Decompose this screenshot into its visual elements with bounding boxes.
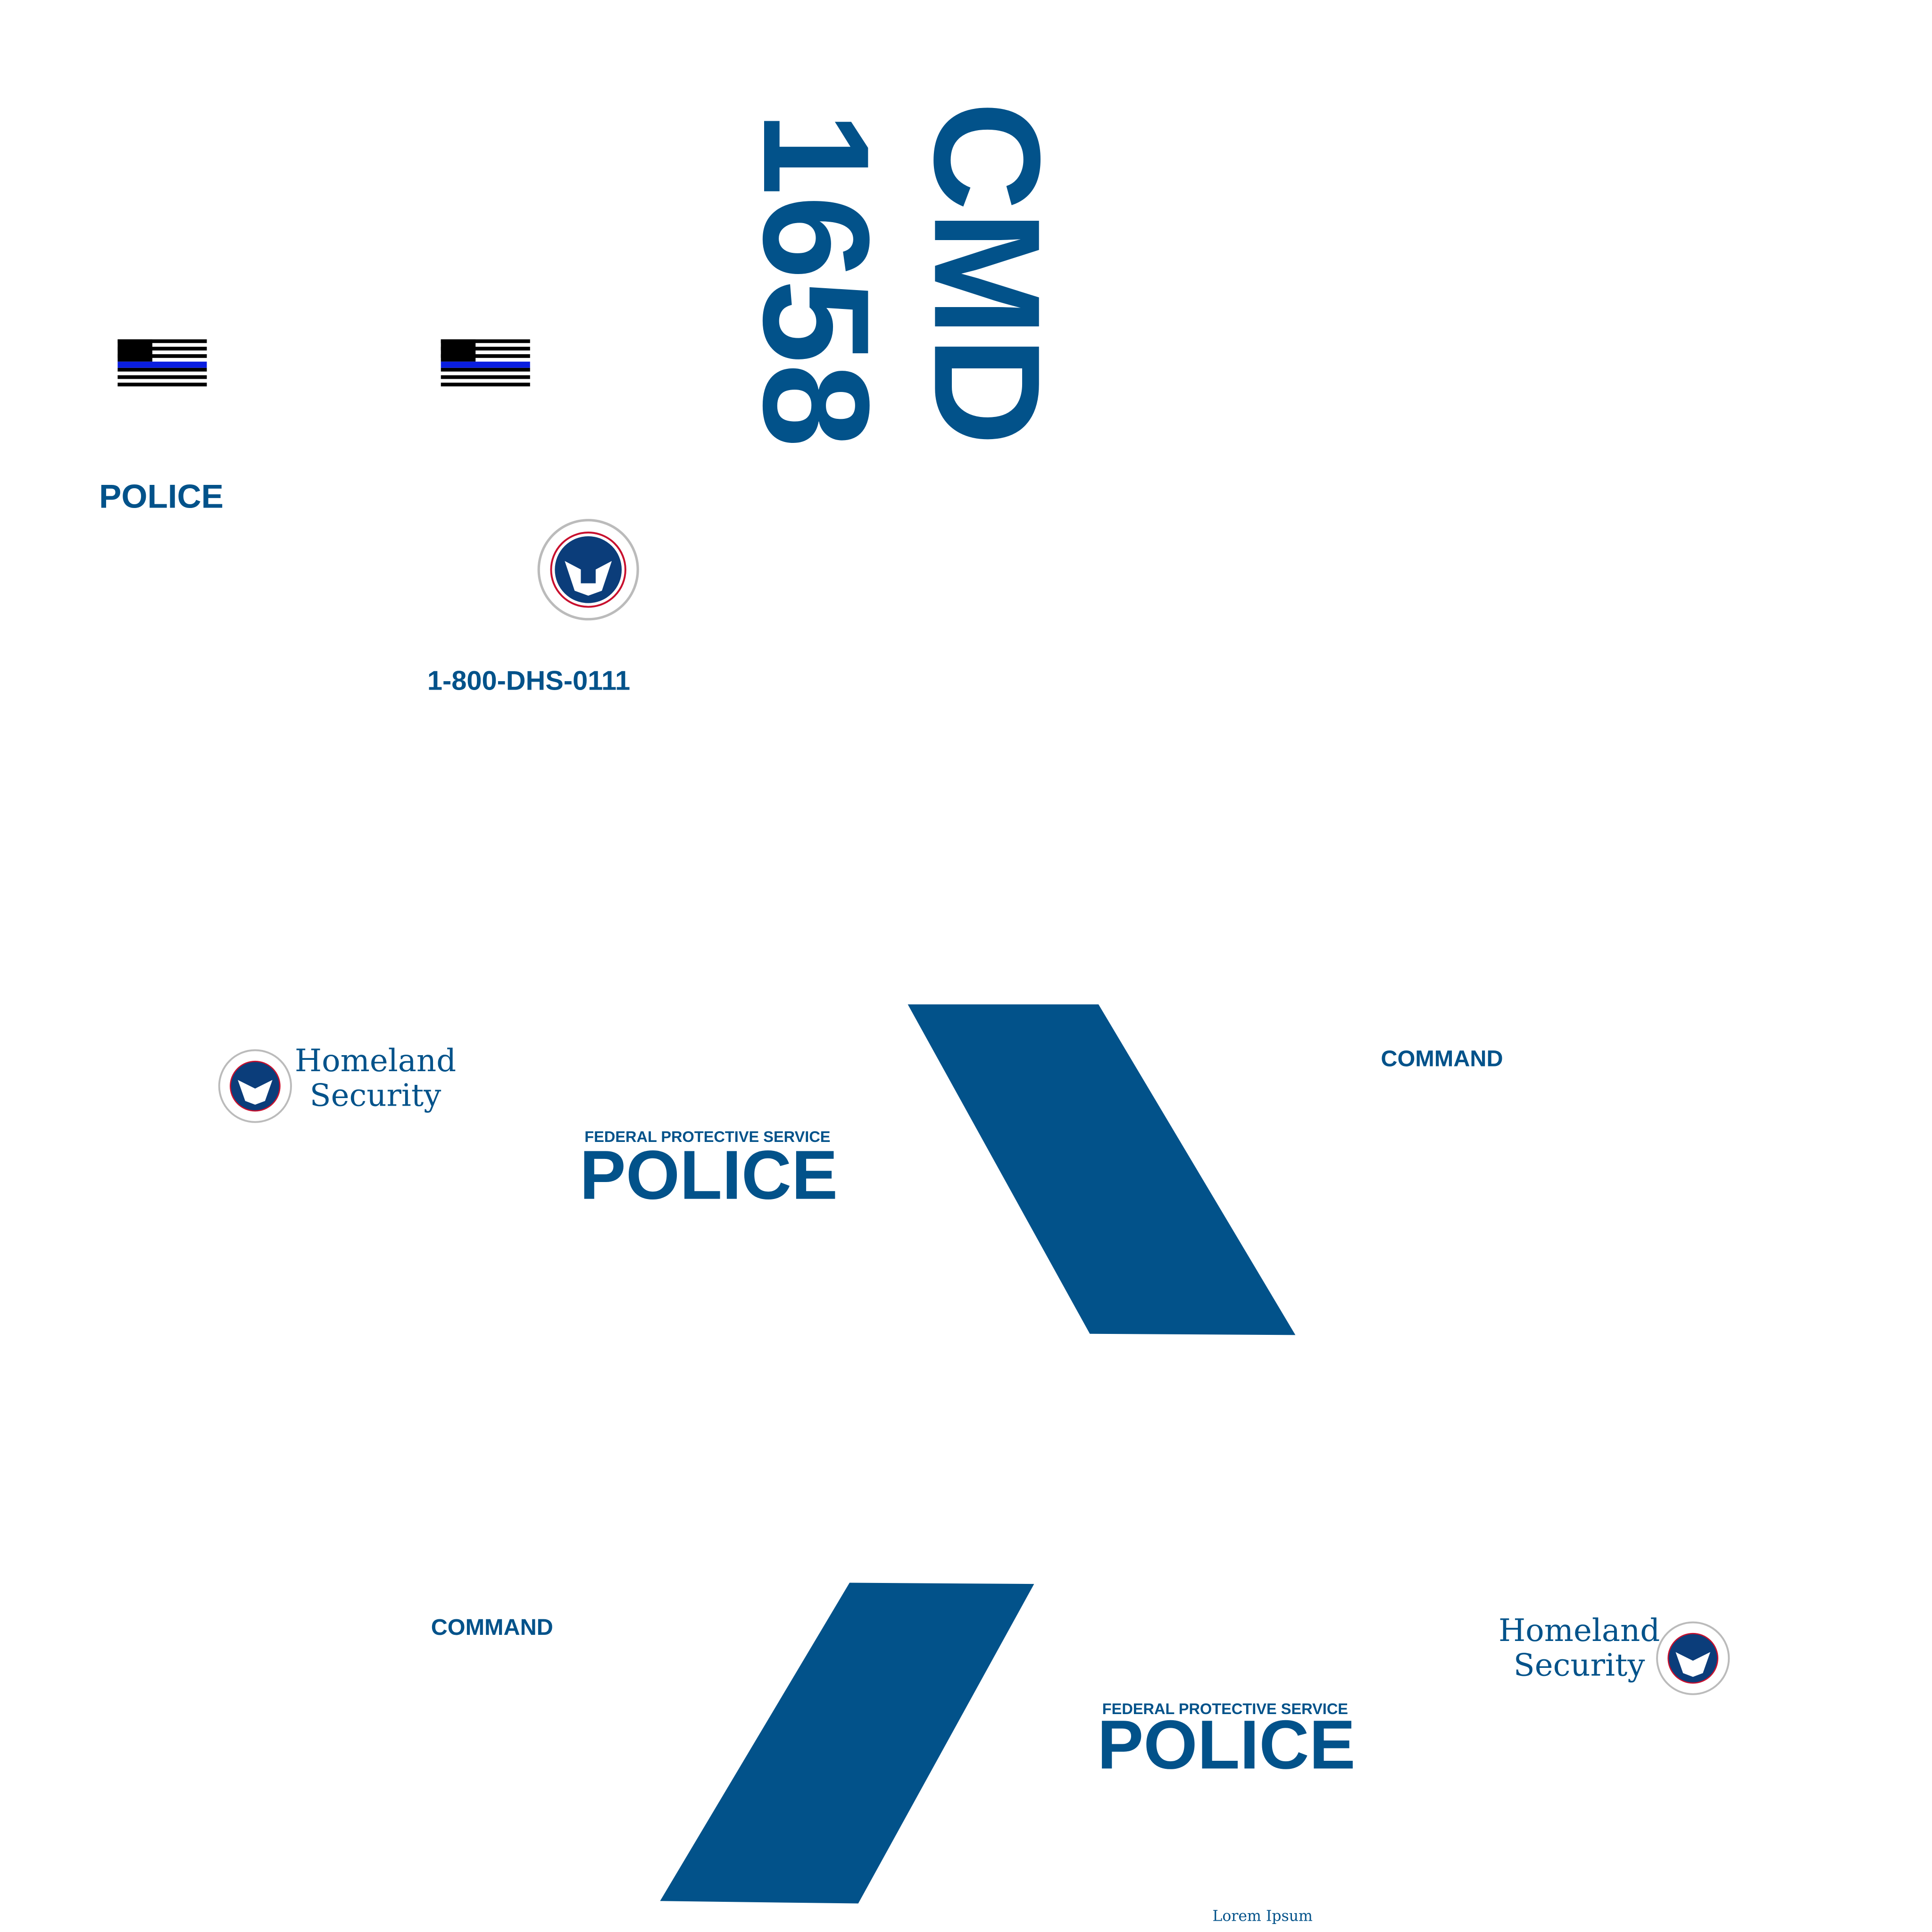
footer-text: Lorem Ipsum	[1212, 1907, 1313, 1925]
wordmark-line1: Homeland	[294, 1042, 457, 1079]
fps-police: POLICE	[579, 1135, 838, 1214]
police-label: POLICE	[99, 478, 224, 516]
wordmark-line1: Homeland	[1498, 1612, 1660, 1649]
command-label: COMMAND	[1381, 1045, 1503, 1072]
dhs-seal-icon	[218, 1049, 292, 1123]
stripe-lower	[660, 1582, 1034, 1904]
fps-police: POLICE	[1097, 1705, 1356, 1783]
homeland-security-wordmark: Homeland Security	[294, 1042, 457, 1114]
wordmark-line2: Security	[309, 1077, 441, 1114]
fps-label: FEDERAL PROTECTIVE SERVICE	[584, 1128, 831, 1146]
fps-label: FEDERAL PROTECTIVE SERVICE	[1102, 1700, 1349, 1718]
wordmark-line2: Security	[1513, 1647, 1645, 1683]
flag-icon	[441, 339, 530, 387]
homeland-security-wordmark: Homeland Security	[1498, 1612, 1660, 1683]
command-label: COMMAND	[431, 1614, 553, 1640]
phone-number: 1-800-DHS-0111	[427, 665, 631, 696]
dhs-seal-icon	[1656, 1621, 1730, 1695]
flag-icon	[117, 339, 207, 387]
stripe-upper	[908, 1004, 1296, 1335]
dhs-seal-icon	[537, 519, 639, 621]
